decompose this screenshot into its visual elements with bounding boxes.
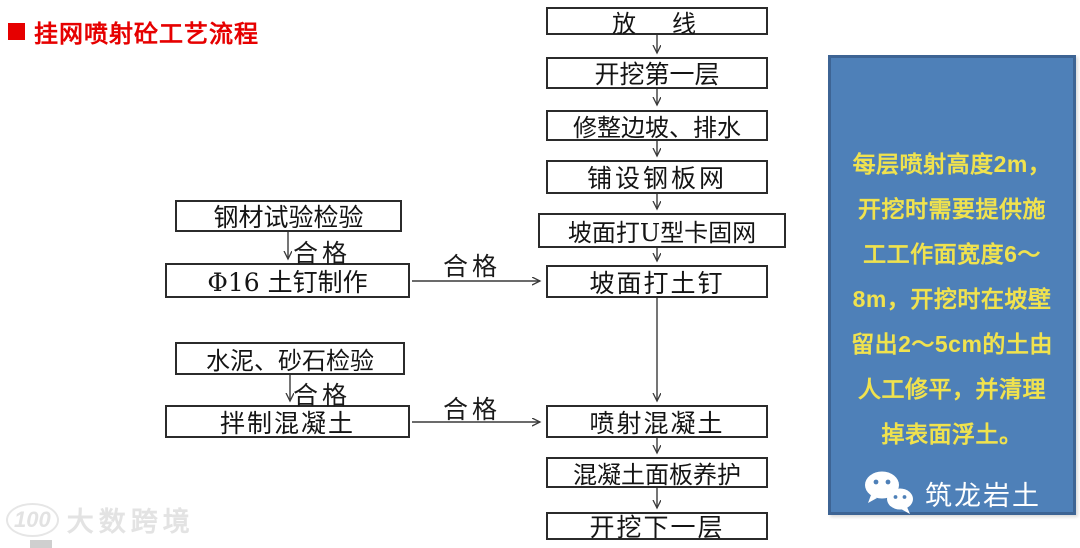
- qualified-label: 合格: [293, 239, 352, 268]
- wechat-account-name: 筑龙岩土: [925, 480, 1041, 511]
- flow-step-soil-nail-fabrication: Φ16 土钉制作: [165, 263, 410, 298]
- flow-step-cement-sand-inspection: 水泥、砂石检验: [175, 342, 405, 375]
- flow-step-shotcrete: 喷射混凝土: [546, 405, 768, 438]
- note-text: 每层喷射高度2m， 开挖时需要提供施 工工作面宽度6～ 8m，开挖时在坡壁 留出…: [831, 142, 1073, 457]
- note-line: 8m，开挖时在坡壁: [852, 286, 1052, 312]
- flow-step-mix-concrete: 拌制混凝土: [165, 405, 410, 438]
- wechat-branding: 筑龙岩土: [828, 470, 1076, 516]
- qualified-label: 合格: [443, 395, 502, 424]
- title-bullet-icon: [8, 23, 25, 40]
- flow-step-concrete-curing: 混凝土面板养护: [546, 457, 768, 489]
- watermark-fragment: [30, 540, 52, 548]
- flow-step-drive-soil-nails: 坡面打土钉: [546, 265, 768, 298]
- flow-step-steel-test-inspection: 钢材试验检验: [175, 200, 402, 232]
- note-line: 人工修平，并清理: [858, 376, 1046, 402]
- watermark-text: 大数跨境: [66, 507, 195, 537]
- qualified-label: 合格: [293, 381, 352, 410]
- flow-step-u-clip-fix-mesh: 坡面打U型卡固网: [538, 213, 786, 248]
- note-line: 掉表面浮土。: [881, 421, 1023, 447]
- note-line: 留出2～5cm的土由: [851, 331, 1053, 357]
- wechat-icon: [865, 471, 913, 514]
- watermark-logo-icon: 100: [6, 502, 59, 537]
- note-line: 每层喷射高度2m，: [852, 151, 1052, 177]
- page-title-text: 挂网喷射砼工艺流程: [34, 21, 259, 48]
- page-title: 挂网喷射砼工艺流程: [8, 14, 259, 49]
- watermark: 100 大数跨境: [6, 500, 195, 539]
- note-line: 工工作面宽度6～: [863, 241, 1041, 267]
- flow-step-trim-slope-drainage: 修整边坡、排水: [546, 110, 768, 142]
- note-box: 每层喷射高度2m， 开挖时需要提供施 工工作面宽度6～ 8m，开挖时在坡壁 留出…: [828, 55, 1076, 515]
- flow-step-excavate-first-layer: 开挖第一层: [546, 57, 768, 89]
- flow-step-set-out-line: 放 线: [546, 7, 768, 38]
- note-line: 开挖时需要提供施: [858, 196, 1046, 222]
- flow-step-lay-steel-mesh: 铺设钢板网: [546, 160, 768, 194]
- flow-step-excavate-next-layer: 开挖下一层: [546, 512, 768, 542]
- qualified-label: 合格: [443, 252, 502, 281]
